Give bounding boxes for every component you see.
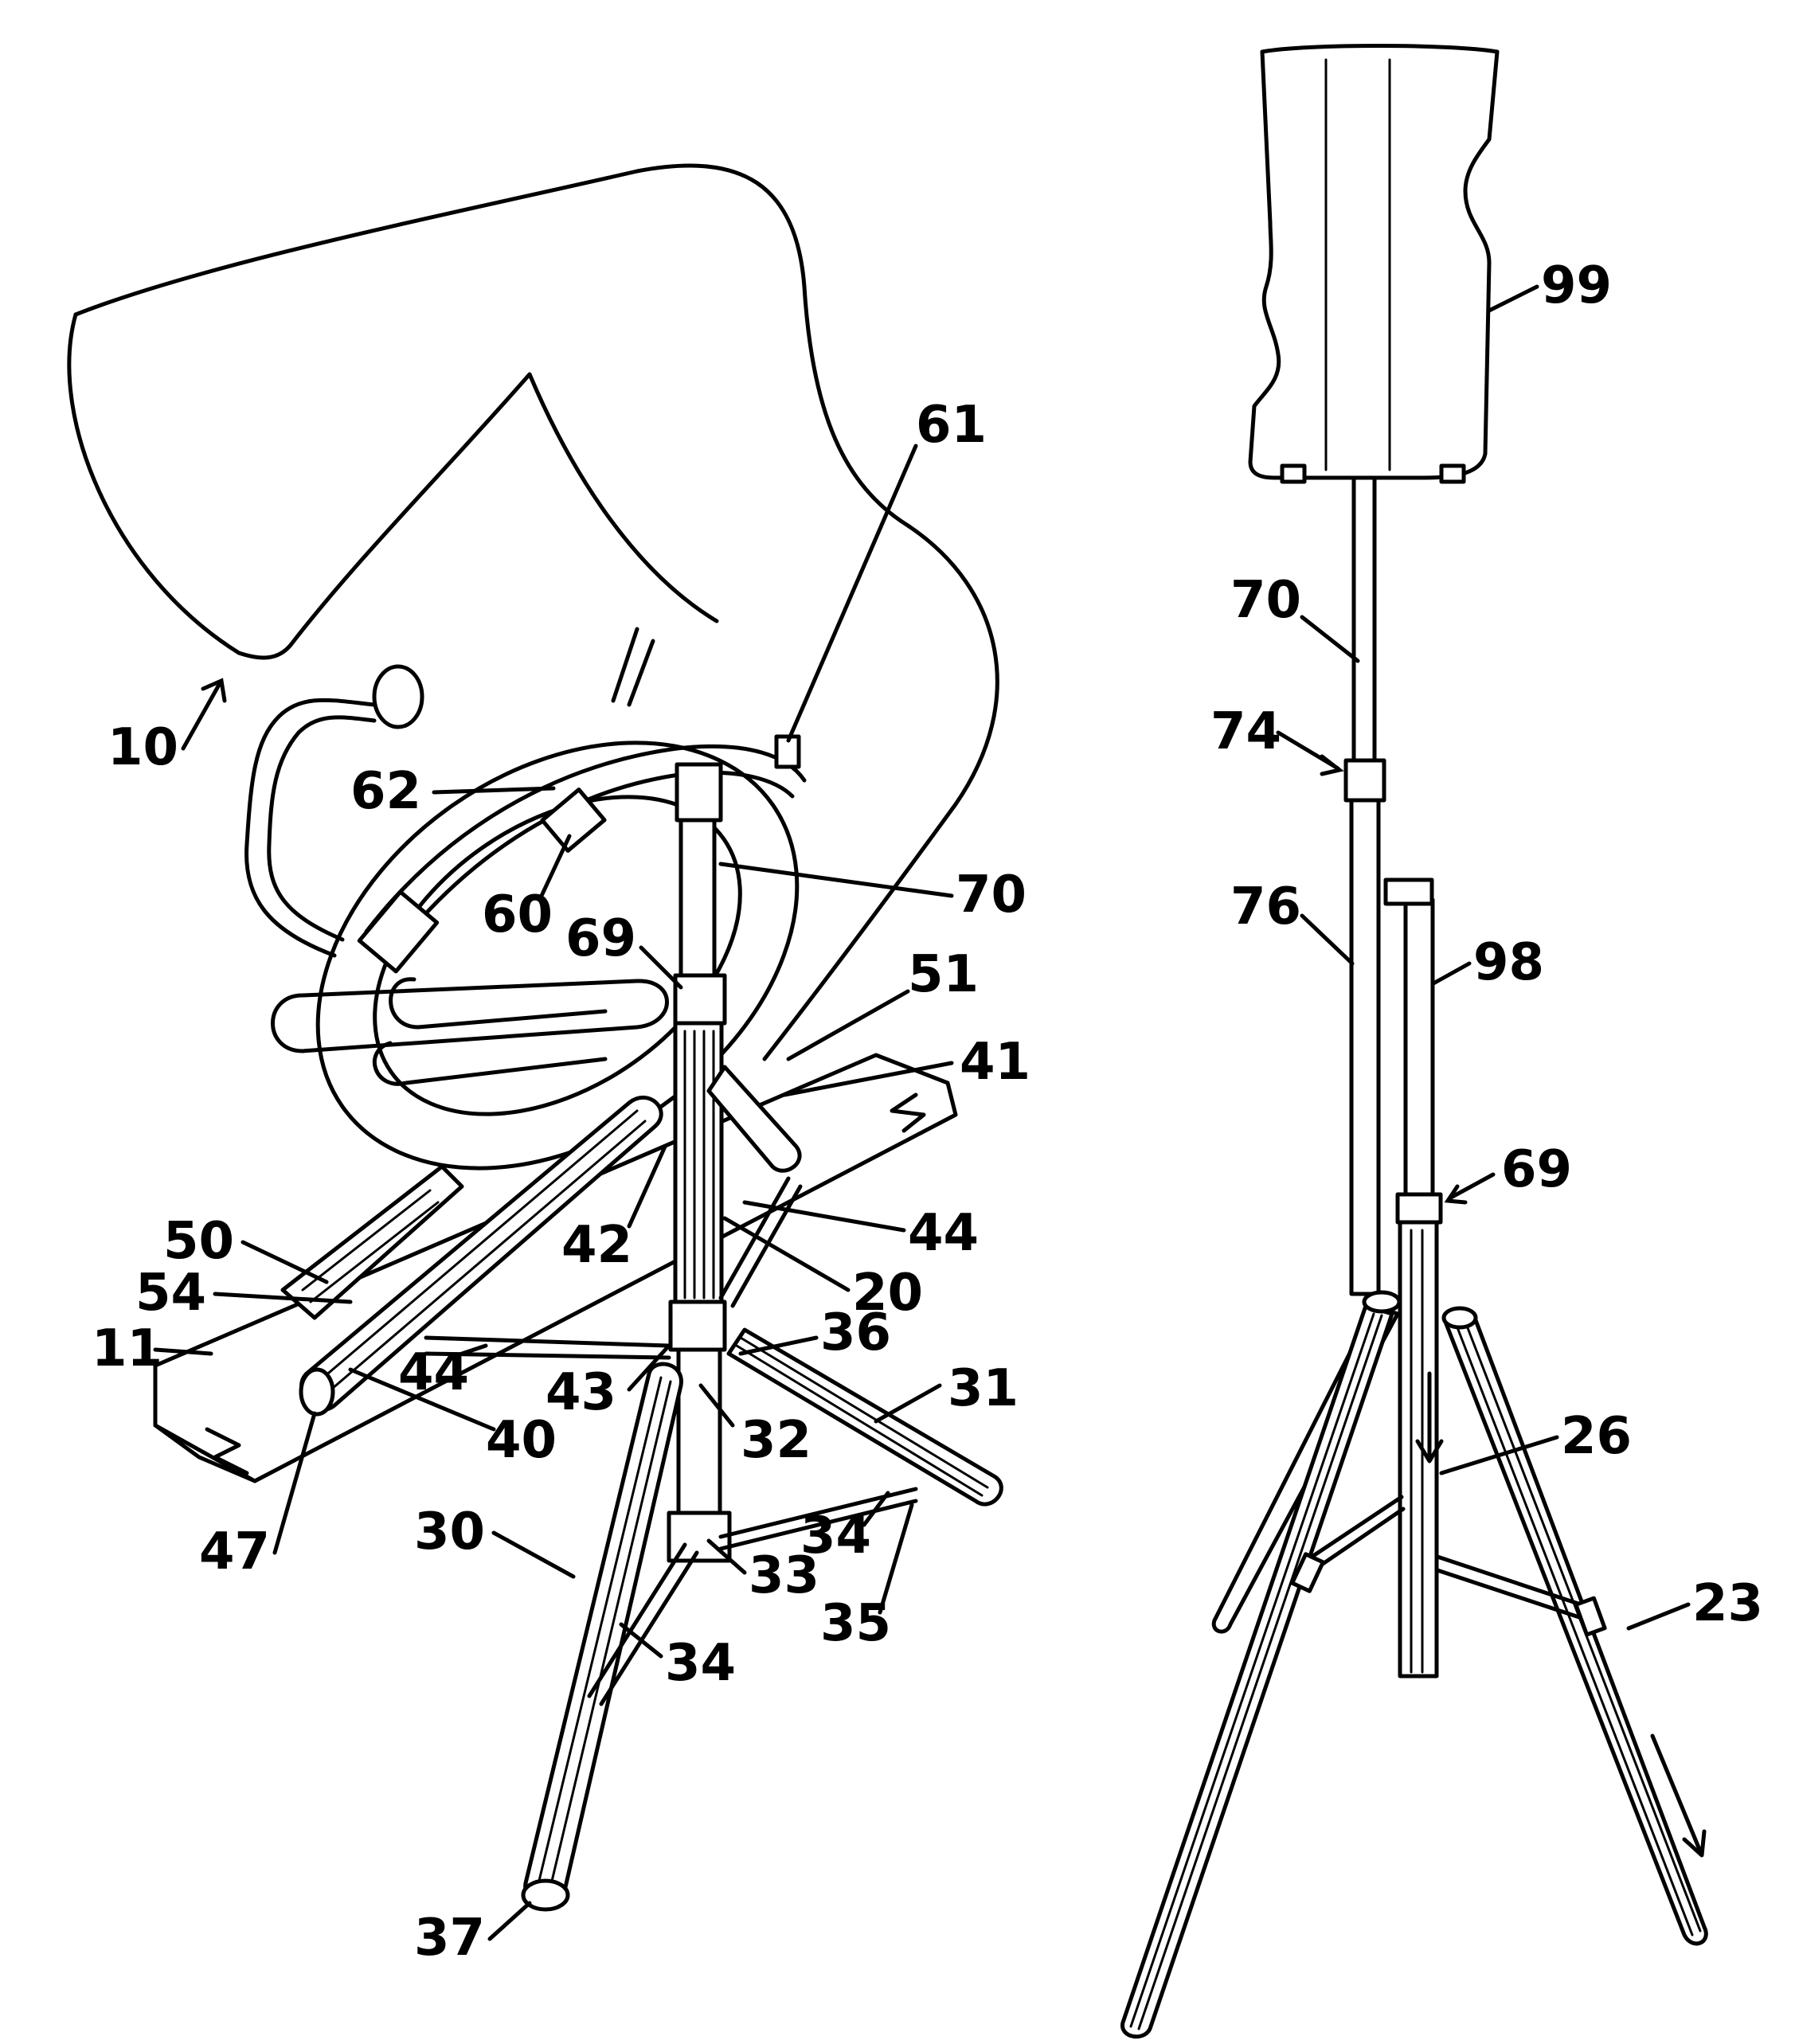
center-hub-43 [671, 1302, 725, 1350]
label-62: 62 [350, 762, 421, 821]
leg-left-top [1364, 1292, 1399, 1311]
label-26: 26 [1561, 1407, 1632, 1466]
brace-44-right [721, 1178, 800, 1306]
cradle-foot-left [1282, 466, 1304, 482]
label-36: 36 [820, 1303, 891, 1362]
tuba-bell-inner [69, 315, 717, 658]
label-41: 41 [960, 1033, 1030, 1092]
leader-61 [788, 446, 916, 741]
leader-23 [1629, 1604, 1688, 1628]
leader-31 [876, 1385, 940, 1421]
leader-70-right [1302, 617, 1358, 661]
leader-30 [494, 1533, 573, 1577]
leader-70 [721, 864, 952, 896]
label-70-right: 70 [1230, 571, 1301, 630]
label-99: 99 [1541, 256, 1612, 315]
label-34-front: 34 [665, 1634, 736, 1693]
leader-20 [725, 1218, 848, 1290]
leader-11 [155, 1350, 211, 1354]
label-47: 47 [199, 1522, 270, 1581]
tube-98-cap [1386, 880, 1432, 904]
clamp-69-right [1398, 1194, 1441, 1222]
label-33: 33 [749, 1546, 819, 1605]
label-32: 32 [741, 1411, 811, 1470]
label-98: 98 [1473, 933, 1544, 992]
label-37: 37 [414, 1909, 485, 1968]
label-40: 40 [486, 1411, 557, 1470]
center-upper-tube [681, 796, 714, 975]
label-10: 10 [108, 718, 178, 777]
mouthpiece-cup [374, 666, 422, 727]
label-44-upper: 44 [908, 1204, 979, 1263]
cradle-foot-right [1441, 466, 1464, 482]
clamp-upper-left [359, 892, 436, 971]
leader-76 [1302, 916, 1352, 963]
label-23: 23 [1692, 1574, 1763, 1633]
leader-35 [880, 1505, 912, 1612]
post-70 [1354, 478, 1375, 760]
label-69: 69 [565, 909, 636, 968]
valve-slide-3 [374, 1043, 605, 1084]
cradle-99 [1250, 46, 1497, 479]
leader-99 [1489, 287, 1537, 311]
leader-60 [542, 836, 569, 896]
center-top-cap [677, 764, 721, 820]
tube-98 [1406, 900, 1433, 1194]
label-11: 11 [92, 1319, 162, 1378]
leader-41 [784, 1063, 952, 1095]
leader-98 [1433, 963, 1469, 983]
label-30: 30 [414, 1503, 485, 1561]
leader-74 [1278, 733, 1339, 774]
leader-34-front [621, 1624, 661, 1656]
leader-47 [275, 1413, 315, 1553]
leader-10 [183, 681, 225, 748]
label-35: 35 [820, 1594, 891, 1653]
label-76: 76 [1230, 877, 1301, 936]
arm-40-cap [301, 1370, 333, 1414]
leader-69-right [1448, 1174, 1493, 1202]
label-51: 51 [908, 945, 979, 1004]
post-76 [1351, 800, 1379, 1294]
mouthpiece-pipe [247, 700, 374, 956]
center-clamp-69 [675, 975, 725, 1023]
leader-50 [243, 1242, 327, 1282]
label-61: 61 [916, 396, 987, 455]
mouthpiece-pipe-2 [269, 717, 374, 940]
label-70: 70 [956, 866, 1027, 924]
right-figure [1123, 46, 1707, 2037]
joint-74 [1346, 760, 1384, 800]
valve-slide [273, 981, 667, 1051]
leg-23-top [1444, 1308, 1476, 1327]
label-50: 50 [163, 1212, 234, 1271]
label-69-right: 69 [1501, 1140, 1572, 1199]
label-42: 42 [561, 1216, 632, 1275]
leader-51 [788, 991, 908, 1059]
leader-37 [490, 1903, 530, 1939]
label-74: 74 [1210, 702, 1281, 761]
label-54: 54 [135, 1264, 206, 1323]
leg-right-front-left [1123, 1306, 1392, 2037]
tuba-stay [613, 629, 653, 705]
center-bottom-tube [679, 1350, 720, 1517]
label-31: 31 [948, 1359, 1019, 1418]
wood-board-break [892, 1095, 924, 1131]
